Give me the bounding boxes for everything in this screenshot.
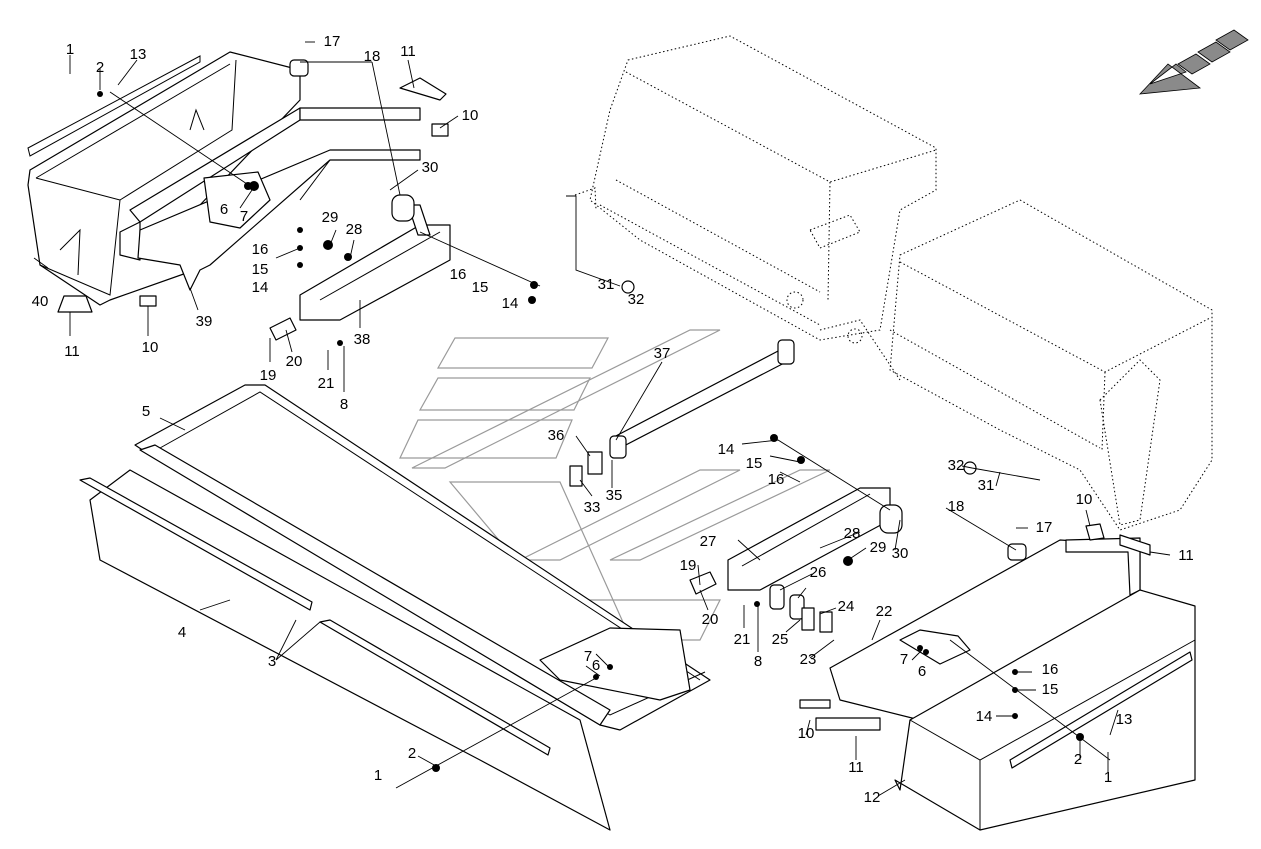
callout-35: 35 — [606, 487, 623, 504]
callout-6: 6 — [220, 201, 228, 218]
callout-20: 20 — [286, 353, 303, 370]
callout-1: 1 — [66, 41, 74, 58]
callout-11: 11 — [400, 43, 416, 60]
callout-14: 14 — [502, 295, 519, 312]
callout-31: 31 — [978, 477, 995, 494]
callout-19: 19 — [260, 367, 277, 384]
callout-16: 16 — [252, 241, 269, 258]
bracket-37 — [569, 339, 795, 487]
callout-16: 16 — [450, 266, 467, 283]
leader-lines — [33, 41, 1171, 797]
callout-10: 10 — [798, 725, 815, 742]
callout-11: 11 — [848, 759, 864, 776]
callout-15: 15 — [746, 455, 763, 472]
callout-32: 32 — [628, 291, 645, 308]
callouts: 1 2 13 17 18 11 10 30 6 7 29 28 16 15 14… — [32, 33, 1194, 806]
callout-32: 32 — [948, 457, 965, 474]
callout-10: 10 — [142, 339, 159, 356]
callout-39: 39 — [196, 313, 213, 330]
callout-28: 28 — [844, 525, 861, 542]
callout-36: 36 — [548, 427, 565, 444]
callout-16: 16 — [1042, 661, 1059, 678]
direction-arrow-icon — [1138, 29, 1249, 95]
callout-10: 10 — [1076, 491, 1093, 508]
callout-11: 11 — [64, 343, 80, 360]
callout-40: 40 — [32, 293, 49, 310]
callout-11: 11 — [1178, 547, 1194, 564]
callout-18: 18 — [364, 48, 381, 65]
callout-13: 13 — [130, 46, 147, 63]
callout-21: 21 — [734, 631, 751, 648]
callout-25: 25 — [772, 631, 789, 648]
callout-15: 15 — [472, 279, 489, 296]
callout-27: 27 — [700, 533, 717, 550]
callout-31: 31 — [598, 276, 615, 293]
callout-22: 22 — [876, 603, 893, 620]
lower-frame-5 — [134, 384, 711, 731]
callout-13: 13 — [1116, 711, 1133, 728]
callout-16: 16 — [768, 471, 785, 488]
callout-8: 8 — [754, 653, 762, 670]
callout-14: 14 — [976, 708, 993, 725]
callout-4: 4 — [178, 624, 186, 641]
callout-26: 26 — [810, 564, 827, 581]
callout-14: 14 — [718, 441, 735, 458]
callout-5: 5 — [142, 403, 150, 420]
callout-15: 15 — [252, 261, 269, 278]
ghost-machine-left — [574, 35, 937, 341]
callout-15: 15 — [1042, 681, 1059, 698]
small-hardware — [57, 77, 1084, 772]
callout-8: 8 — [340, 396, 348, 413]
callout-2: 2 — [96, 59, 104, 76]
right-storage-box — [799, 523, 1196, 831]
callout-7: 7 — [900, 651, 908, 668]
callout-30: 30 — [422, 159, 439, 176]
bracket-38 — [289, 59, 451, 321]
callout-29: 29 — [322, 209, 339, 226]
callout-6: 6 — [592, 657, 600, 674]
callout-14: 14 — [252, 279, 269, 296]
callout-24: 24 — [838, 598, 855, 615]
callout-1: 1 — [374, 767, 382, 784]
callout-7: 7 — [584, 648, 592, 665]
callout-28: 28 — [346, 221, 363, 238]
callout-23: 23 — [800, 651, 817, 668]
callout-3: 3 — [268, 653, 276, 670]
callout-17: 17 — [324, 33, 341, 50]
callout-18: 18 — [948, 498, 965, 515]
callout-17: 17 — [1036, 519, 1053, 536]
callout-6: 6 — [918, 663, 926, 680]
callout-2: 2 — [1074, 751, 1082, 768]
callout-7: 7 — [240, 208, 248, 225]
callout-38: 38 — [354, 331, 371, 348]
callout-12: 12 — [864, 789, 881, 806]
callout-2: 2 — [408, 745, 416, 762]
callout-30: 30 — [892, 545, 909, 562]
callout-19: 19 — [680, 557, 697, 574]
callout-37: 37 — [654, 345, 671, 362]
callout-1: 1 — [1104, 769, 1112, 786]
callout-29: 29 — [870, 539, 887, 556]
ghost-machine-right — [819, 199, 1213, 531]
callout-21: 21 — [318, 375, 335, 392]
panel-4 — [79, 469, 611, 831]
callout-10: 10 — [462, 107, 479, 124]
callout-20: 20 — [702, 611, 719, 628]
callout-33: 33 — [584, 499, 601, 516]
